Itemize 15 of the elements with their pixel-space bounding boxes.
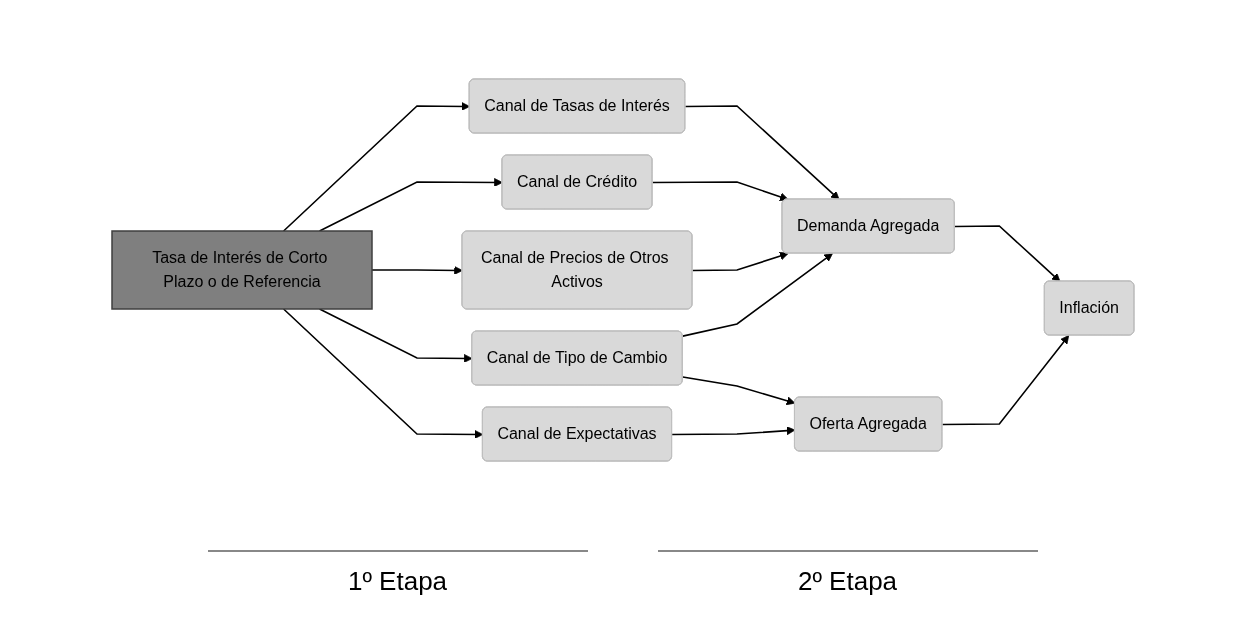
- arrow: [953, 225, 1060, 282]
- node-box: Tasa de Interés de Corto Plazo o de Referencia: [110, 230, 373, 310]
- arrow: [681, 253, 833, 337]
- arrow: [318, 178, 503, 232]
- arrow: [282, 102, 470, 232]
- arrow: [282, 308, 483, 439]
- arrow: [691, 251, 789, 272]
- arrow: [681, 376, 795, 406]
- arrow: [684, 105, 840, 200]
- arrow: [670, 426, 795, 436]
- arrow: [651, 181, 789, 202]
- arrow: [941, 335, 1069, 426]
- stage-label: 2º Etapa: [657, 550, 1038, 597]
- stage-label: 1º Etapa: [207, 550, 588, 597]
- arrow: [318, 308, 473, 363]
